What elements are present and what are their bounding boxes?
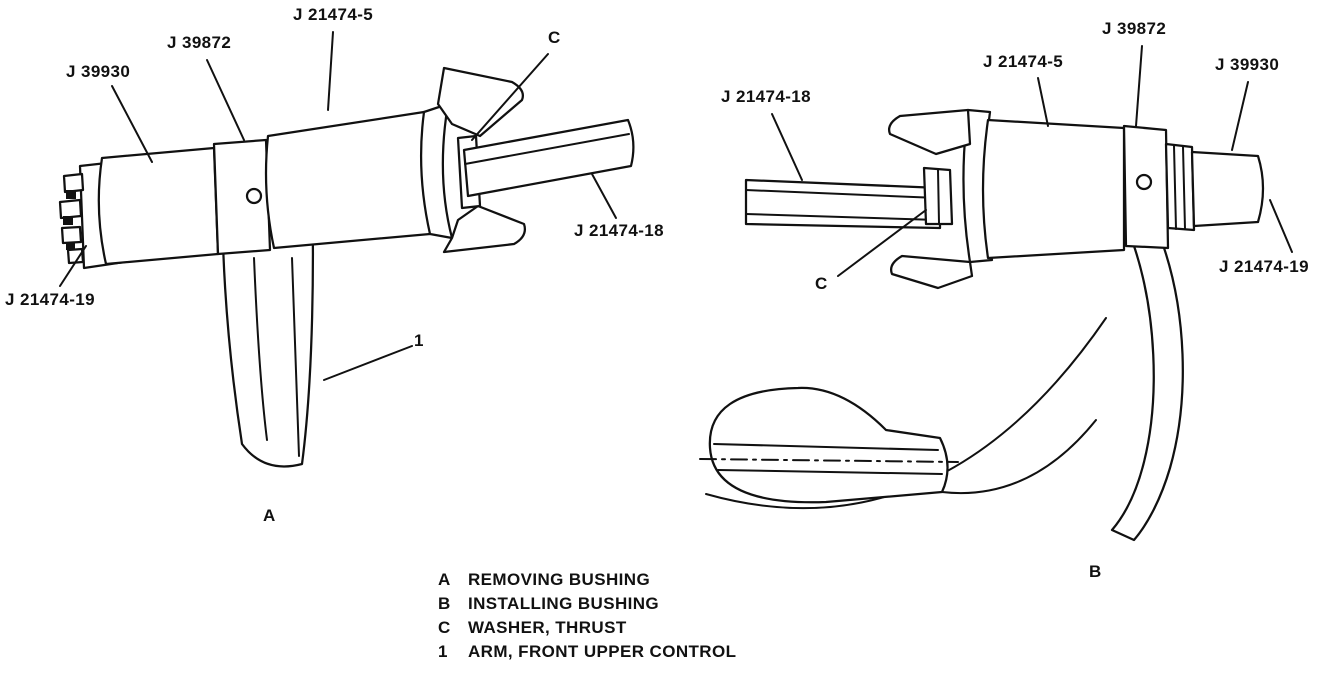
leader-a-j39930 — [111, 85, 153, 163]
yoke-lower-prong-b — [890, 254, 974, 290]
leader-b-j39930 — [1231, 81, 1249, 151]
yoke-back-a — [419, 102, 454, 240]
end-cylinder-b — [1190, 150, 1265, 228]
view-a-letter: A — [263, 506, 276, 525]
leader-b-j21474-19 — [1269, 199, 1293, 253]
legend-row-1: 1 ARM, FRONT UPPER CONTROL — [438, 642, 736, 666]
label-b-j39930: J 39930 — [1215, 55, 1280, 74]
legend-key-1: 1 — [438, 642, 448, 661]
legend-key-b: B — [438, 594, 451, 613]
label-a-j21474-19: J 21474-19 — [5, 290, 96, 309]
control-arm-b-sweep-2 — [941, 419, 1097, 494]
leader-a-j21474-18 — [591, 173, 617, 219]
label-a-j21474-5: J 21474-5 — [293, 5, 374, 24]
body-cylinder-a — [264, 110, 432, 250]
rod-a-inner-line — [464, 133, 630, 165]
yoke-lower-prong-a — [442, 204, 526, 254]
spline-shade-2 — [63, 216, 73, 225]
collar-a — [212, 138, 272, 256]
label-b-j21474-5: J 21474-5 — [983, 52, 1064, 71]
knurl-line-1 — [1173, 145, 1177, 230]
knurl-line-2 — [1182, 146, 1186, 230]
legend-row-b: B INSTALLING BUSHING — [438, 594, 736, 618]
view-b-letter: B — [1089, 562, 1102, 581]
spline-shade-1 — [66, 190, 76, 199]
leader-b-j21474-18 — [771, 113, 803, 181]
spline-tooth-3 — [60, 225, 83, 245]
yoke-upper-prong-b — [888, 108, 972, 156]
control-arm-a-detail-1 — [253, 257, 268, 441]
label-a-j39930: J 39930 — [66, 62, 131, 81]
label-b-j21474-18: J 21474-18 — [721, 87, 812, 106]
spline-tooth-1 — [62, 172, 85, 194]
leader-b-c — [837, 209, 927, 277]
legend-row-a: A REMOVING BUSHING — [438, 570, 736, 594]
leader-a-c — [471, 53, 549, 141]
control-arm-b-boss-line-2 — [717, 469, 943, 475]
knurl-step-b — [1164, 142, 1196, 232]
label-a-j39872: J 39872 — [167, 33, 232, 52]
control-arm-a-detail-2 — [291, 257, 300, 457]
leader-a-j39872 — [206, 59, 245, 141]
rod-a — [462, 118, 635, 198]
label-a-j21474-18: J 21474-18 — [574, 221, 665, 240]
label-a-washer-c: C — [548, 28, 561, 47]
spline-tooth-4 — [66, 247, 85, 265]
legend-desc-b: INSTALLING BUSHING — [468, 594, 660, 613]
legend-desc-1: ARM, FRONT UPPER CONTROL — [468, 642, 737, 661]
spline-tooth-2 — [58, 198, 83, 220]
collar-hole-a — [245, 187, 263, 205]
label-b-washer-c: C — [815, 274, 828, 293]
leader-a-j21474-19 — [59, 245, 87, 287]
label-a-arm-1: 1 — [414, 331, 424, 350]
leader-a-arm — [323, 345, 413, 381]
rod-b-inner-line-2 — [745, 213, 939, 221]
leader-a-j21474-5 — [327, 31, 334, 111]
legend-desc-a: REMOVING BUSHING — [468, 570, 651, 589]
legend-row-c: C WASHER, THRUST — [438, 618, 736, 642]
label-b-j39872: J 39872 — [1102, 19, 1167, 38]
legend-desc-c: WASHER, THRUST — [468, 618, 627, 637]
label-b-j21474-19: J 21474-19 — [1219, 257, 1310, 276]
control-arm-b-centerline — [699, 458, 959, 463]
view-b-drawing — [699, 45, 1293, 542]
control-arm-b-boss-line-1 — [713, 443, 939, 451]
receiver-cylinder-a — [97, 146, 220, 266]
leader-b-j21474-5 — [1037, 77, 1049, 127]
legend: A REMOVING BUSHING B INSTALLING BUSHING … — [438, 570, 736, 666]
view-a-drawing — [58, 31, 635, 468]
legend-key-c: C — [438, 618, 451, 637]
collar-hole-b — [1135, 173, 1153, 191]
body-cylinder-b — [981, 118, 1126, 260]
yoke-upper-prong-a — [436, 66, 524, 138]
control-arm-b-strap — [1110, 240, 1184, 542]
rod-b-inner-line-1 — [745, 189, 939, 199]
legend-key-a: A — [438, 570, 451, 589]
thrust-washer-b-line — [937, 169, 940, 224]
spline-shade-3 — [66, 242, 75, 250]
leader-b-j39872 — [1135, 45, 1143, 127]
